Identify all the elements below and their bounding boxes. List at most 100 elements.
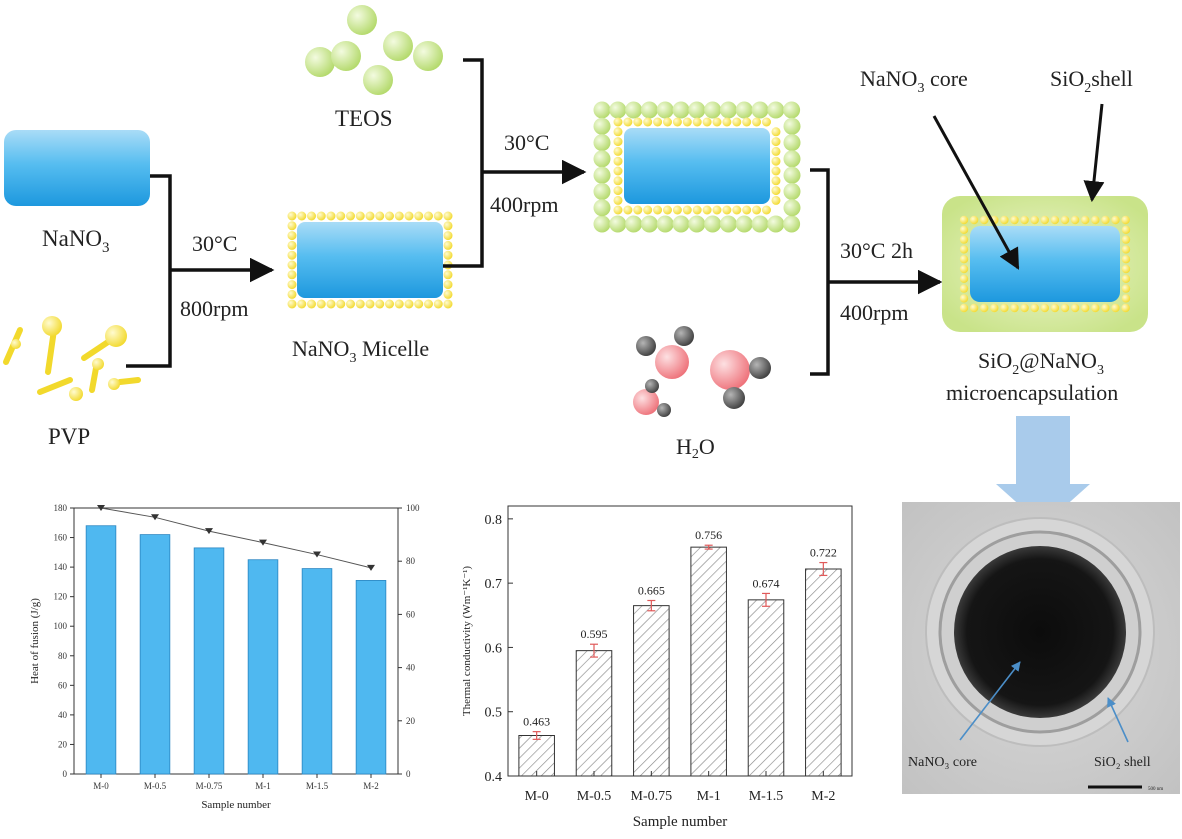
ring-dot (980, 215, 989, 225)
ring-dot (682, 205, 692, 215)
ring-dot (346, 299, 355, 309)
ring-dot (307, 211, 316, 221)
ring-dot (767, 215, 785, 233)
ring-dot (1091, 303, 1100, 313)
ring-dot (1040, 303, 1050, 313)
ring-dot (692, 205, 702, 215)
ring-dot (1111, 215, 1120, 225)
y-tick-label: 60 (58, 680, 68, 690)
tem-shell-label: SiO₂ shell (1094, 755, 1151, 770)
chart-thermal-conductivity: 0.40.50.60.70.80.463M-00.595M-0.50.665M-… (461, 505, 853, 830)
y-tick-label: 180 (54, 503, 68, 513)
ring-dot (633, 205, 643, 215)
ring-dot (375, 299, 385, 309)
ring-dot (346, 211, 355, 221)
value-label: 0.674 (753, 576, 780, 590)
ring-dot (593, 215, 611, 233)
ring-dot (704, 101, 722, 119)
ring-dot (783, 166, 801, 184)
ring-dot (385, 299, 394, 309)
ring-dot (771, 127, 781, 137)
y-tick-label: 160 (54, 533, 68, 543)
ring-dot (653, 205, 663, 215)
ring-dot (1030, 215, 1039, 225)
y-tick-label: 0.4 (485, 770, 503, 785)
y-tick-label: 40 (58, 710, 68, 720)
ring-dot (1070, 303, 1080, 313)
ring-dot (1101, 215, 1110, 225)
ring-dot (404, 299, 414, 309)
core-pointer (932, 115, 1020, 270)
ring-dot (1091, 215, 1100, 225)
bracket-2 (443, 58, 484, 268)
ring-dot (1050, 303, 1060, 313)
value-label: 0.595 (581, 627, 608, 641)
x-tick-label: M-2 (363, 781, 379, 791)
ring-dot (593, 101, 611, 119)
ring-dot (783, 117, 801, 135)
y-tick-label: 0.6 (485, 641, 503, 656)
ring-dot (771, 137, 781, 147)
ring-dot (1060, 303, 1070, 313)
shell-pointer (1083, 103, 1105, 203)
y-tick-label: 20 (58, 739, 68, 749)
ring-dot (959, 274, 969, 283)
ring-dot (287, 270, 297, 280)
y-tick-label: 100 (54, 621, 68, 631)
ring-dot (443, 231, 453, 241)
capsule-label-line1: SiO2@NaNO3 (978, 348, 1104, 378)
ring-dot (656, 215, 674, 233)
ring-dot (613, 205, 623, 215)
x-axis-label: Sample number (633, 814, 728, 830)
x-tick-label: M-0 (93, 781, 109, 791)
ring-dot (1020, 215, 1029, 225)
ring-dot (762, 117, 771, 127)
ring-dot (959, 264, 969, 274)
ring-dot (751, 101, 769, 119)
ring-dot (762, 205, 771, 215)
micelle-core (297, 222, 443, 298)
value-label: 0.722 (810, 546, 837, 560)
bar (139, 534, 171, 775)
ring-dot (712, 205, 722, 215)
ring-dot (613, 117, 623, 127)
ring-dot (1101, 303, 1110, 313)
plot-frame (507, 505, 853, 777)
x-tick-label: M-2 (811, 789, 835, 804)
pvp-label: PVP (48, 424, 90, 449)
bar (355, 580, 387, 775)
y-tick-label: 120 (54, 592, 68, 602)
ring-dot (394, 299, 404, 309)
ring-dot (316, 299, 326, 309)
ring-dot (297, 211, 307, 221)
ring-dot (1000, 215, 1009, 225)
ring-dot (783, 183, 801, 200)
bar (747, 599, 785, 777)
ring-dot (959, 245, 969, 254)
ring-dot (663, 205, 672, 215)
ring-dot (443, 211, 453, 221)
ring-dot (414, 211, 424, 221)
ring-dot (336, 299, 346, 309)
water-label: H2O (676, 434, 715, 462)
ring-dot (375, 211, 385, 221)
ring-dot (394, 211, 404, 221)
water-molecules (633, 326, 771, 417)
ring-dot (672, 117, 682, 127)
series-line (100, 507, 372, 569)
ring-dot (287, 250, 297, 260)
teos-coated-surfactant (613, 117, 781, 215)
ring-dot (613, 186, 623, 196)
ring-dot (625, 101, 643, 119)
teos-particles (305, 5, 443, 95)
ring-dot (287, 231, 297, 241)
ring-dot (688, 101, 706, 119)
bar (575, 650, 613, 777)
ring-dot (1050, 215, 1060, 225)
ring-dot (702, 117, 712, 127)
ring-dot (735, 215, 753, 233)
tem-scale-text: 500 nm (1148, 787, 1163, 792)
ring-dot (1121, 284, 1131, 293)
micelle-label: NaNO3 Micelle (292, 336, 429, 366)
value-label: 0.463 (523, 715, 550, 729)
